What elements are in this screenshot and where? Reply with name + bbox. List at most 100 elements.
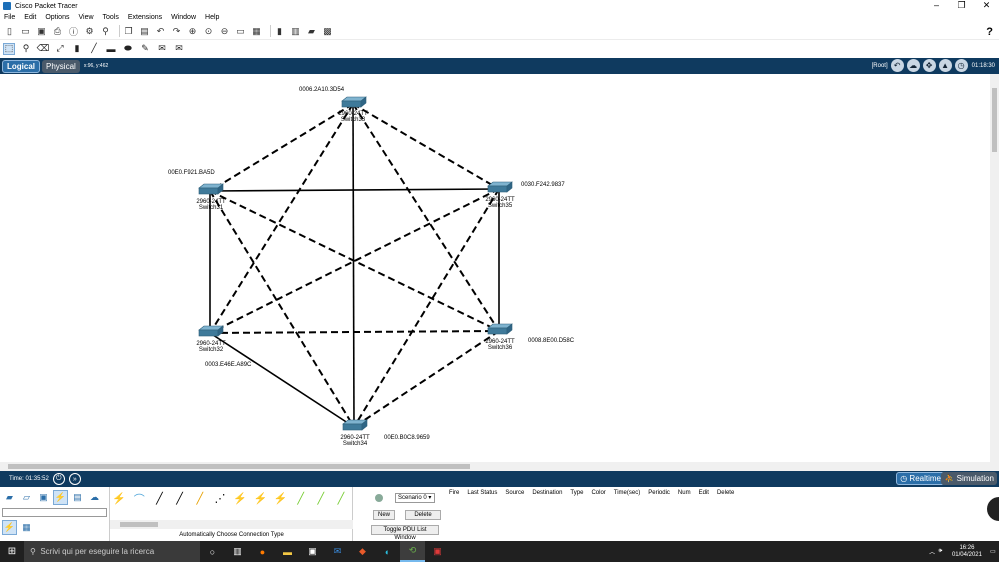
dashed-link[interactable] bbox=[353, 330, 500, 428]
device-box-icon[interactable]: ▰ bbox=[308, 25, 315, 36]
zoom-out-icon[interactable]: ⊖ bbox=[220, 25, 229, 36]
connections-icon[interactable]: ⚡ bbox=[53, 490, 68, 505]
select-icon[interactable]: ⬚ bbox=[3, 42, 15, 55]
custom-device-icon[interactable]: ▦ bbox=[252, 25, 261, 36]
resize-icon[interactable]: ⤢ bbox=[56, 43, 64, 53]
switch-switch32[interactable] bbox=[198, 325, 224, 337]
simulation-mode-button[interactable]: ⛹ Simulation bbox=[941, 472, 997, 485]
cortana-icon[interactable]: ○ bbox=[209, 546, 216, 557]
network-devices-icon[interactable]: ▰ bbox=[6, 492, 13, 502]
tab-physical[interactable]: Physical bbox=[42, 59, 80, 73]
menu-options[interactable]: Options bbox=[45, 14, 70, 21]
coaxial-icon[interactable]: ⚡ bbox=[233, 493, 247, 505]
menu-help[interactable]: Help bbox=[205, 14, 220, 21]
viewport-icon[interactable]: ▮ bbox=[277, 25, 282, 36]
new-scenario-button[interactable]: New bbox=[373, 510, 395, 520]
pdf-viewer-icon[interactable]: ▣ bbox=[433, 546, 442, 556]
inspect-icon[interactable]: ⚲ bbox=[22, 43, 30, 53]
power-cycle-icon[interactable]: ⏻ bbox=[52, 473, 65, 485]
tray-chevron-icon[interactable]: ︿ bbox=[929, 550, 939, 556]
switch-switch36[interactable] bbox=[487, 323, 513, 335]
tab-logical[interactable]: Logical bbox=[2, 59, 41, 73]
dashed-link[interactable] bbox=[353, 188, 500, 428]
viewport-nav-icon[interactable]: ▲ bbox=[938, 59, 952, 72]
grid-icon[interactable]: ▦ bbox=[22, 522, 31, 532]
connection-scrollbar[interactable] bbox=[110, 520, 353, 529]
open-folder-icon[interactable]: ▭ bbox=[21, 25, 30, 36]
undo-icon[interactable]: ↶ bbox=[156, 25, 165, 36]
ellipse-icon[interactable]: ⬬ bbox=[124, 43, 132, 53]
toggle-pdu-list-button[interactable]: Toggle PDU List Window bbox=[371, 525, 439, 541]
end-devices-icon[interactable]: ▱ bbox=[23, 492, 30, 502]
serial-dce-icon[interactable]: ⚡ bbox=[253, 493, 268, 505]
dashed-link[interactable] bbox=[209, 190, 355, 428]
solid-link[interactable] bbox=[352, 103, 355, 428]
dashed-link[interactable] bbox=[209, 330, 500, 334]
fiber-icon[interactable]: ╱ bbox=[196, 493, 204, 505]
restore-button[interactable]: ❐ bbox=[957, 0, 966, 10]
task-view-icon[interactable]: ▥ bbox=[233, 546, 242, 556]
paste-icon[interactable]: ▤ bbox=[140, 25, 149, 36]
taskbar-clock[interactable]: 16:26 01/04/2021 bbox=[952, 545, 982, 559]
phone-cable-icon[interactable]: ⋰ bbox=[214, 493, 226, 505]
switch-switch33[interactable] bbox=[341, 96, 367, 108]
components-icon[interactable]: ▣ bbox=[39, 492, 48, 502]
iot-custom-icon[interactable]: ╱ bbox=[317, 493, 325, 505]
cluster-icon[interactable]: ▥ bbox=[291, 25, 300, 36]
scenario-select[interactable]: Scenario 0 ▾ bbox=[395, 493, 435, 503]
menu-window[interactable]: Window bbox=[171, 14, 197, 21]
misc-icon[interactable]: ▤ bbox=[73, 492, 82, 502]
file-explorer-icon[interactable]: ▬ bbox=[283, 546, 292, 557]
device-search[interactable] bbox=[2, 508, 107, 517]
camera-icon[interactable]: ▩ bbox=[323, 25, 332, 36]
menu-extensions[interactable]: Extensions bbox=[127, 14, 163, 21]
store-icon[interactable]: ▣ bbox=[308, 546, 317, 556]
freeform-icon[interactable]: ✎ bbox=[141, 43, 149, 53]
dashed-link[interactable] bbox=[352, 103, 500, 190]
zoom-in-icon[interactable]: ⊕ bbox=[188, 25, 197, 36]
auto-cable-icon[interactable]: ⚡ bbox=[112, 493, 126, 505]
menu-tools[interactable]: Tools bbox=[102, 14, 119, 21]
switch-switch35[interactable] bbox=[487, 181, 513, 193]
print-icon[interactable]: ⎙ bbox=[53, 25, 62, 36]
new-file-icon[interactable]: ▯ bbox=[7, 25, 12, 36]
drawing-palette-icon[interactable]: ▭ bbox=[236, 25, 245, 36]
network-icon[interactable]: ⚲ bbox=[102, 25, 109, 36]
straight-through-icon[interactable]: ╱ bbox=[156, 493, 163, 505]
menu-edit[interactable]: Edit bbox=[24, 14, 37, 21]
dashed-link[interactable] bbox=[209, 103, 354, 192]
menu-view[interactable]: View bbox=[78, 14, 94, 21]
rectangle-icon[interactable]: ▬ bbox=[106, 43, 116, 54]
realtime-mode-button[interactable]: ◷ Realtime bbox=[896, 472, 945, 485]
delete-scenario-button[interactable]: Delete bbox=[405, 510, 441, 520]
delete-icon[interactable]: ⌫ bbox=[36, 43, 50, 53]
fast-forward-icon[interactable]: » bbox=[68, 473, 81, 485]
serial-dte-icon[interactable]: ⚡ bbox=[273, 493, 288, 505]
logical-workspace[interactable]: 0006.2A10.3D54 00E0.F921.BA5D 0030.F242.… bbox=[0, 74, 990, 462]
info-icon[interactable]: ⓘ bbox=[68, 26, 78, 37]
dashed-link[interactable] bbox=[209, 188, 500, 334]
dashed-link[interactable] bbox=[209, 190, 500, 332]
side-handle[interactable] bbox=[987, 497, 999, 521]
auto-connection-icon[interactable]: ⚡ bbox=[2, 520, 17, 535]
console-cable-icon[interactable]: ⌒ bbox=[133, 493, 145, 506]
copy-icon[interactable]: ❐ bbox=[124, 25, 133, 36]
solid-link[interactable] bbox=[209, 332, 355, 428]
multiuser-icon[interactable]: ☁ bbox=[90, 492, 99, 502]
notification-icon[interactable]: ▭ bbox=[989, 549, 999, 555]
taskbar-search[interactable]: ⚲ Scrivi qui per eseguire la ricerca bbox=[24, 541, 200, 562]
dashed-link[interactable] bbox=[209, 103, 354, 334]
switch-switch31[interactable] bbox=[198, 183, 224, 195]
scroll-thumb[interactable] bbox=[120, 522, 158, 527]
save-icon[interactable]: ▣ bbox=[37, 25, 46, 36]
zoom-reset-icon[interactable]: ⊙ bbox=[204, 25, 213, 36]
switch-switch34[interactable] bbox=[342, 419, 368, 431]
simple-pdu-icon[interactable]: ✉ bbox=[158, 43, 166, 53]
mail-icon[interactable]: ✉ bbox=[333, 546, 342, 556]
solid-link[interactable] bbox=[209, 188, 500, 192]
minimize-button[interactable]: – bbox=[933, 0, 939, 10]
complex-pdu-icon[interactable]: ✉ bbox=[175, 43, 183, 53]
scroll-thumb[interactable] bbox=[992, 88, 997, 152]
windows-start-icon[interactable]: ⊞ bbox=[7, 546, 17, 557]
menu-file[interactable]: File bbox=[4, 14, 16, 21]
